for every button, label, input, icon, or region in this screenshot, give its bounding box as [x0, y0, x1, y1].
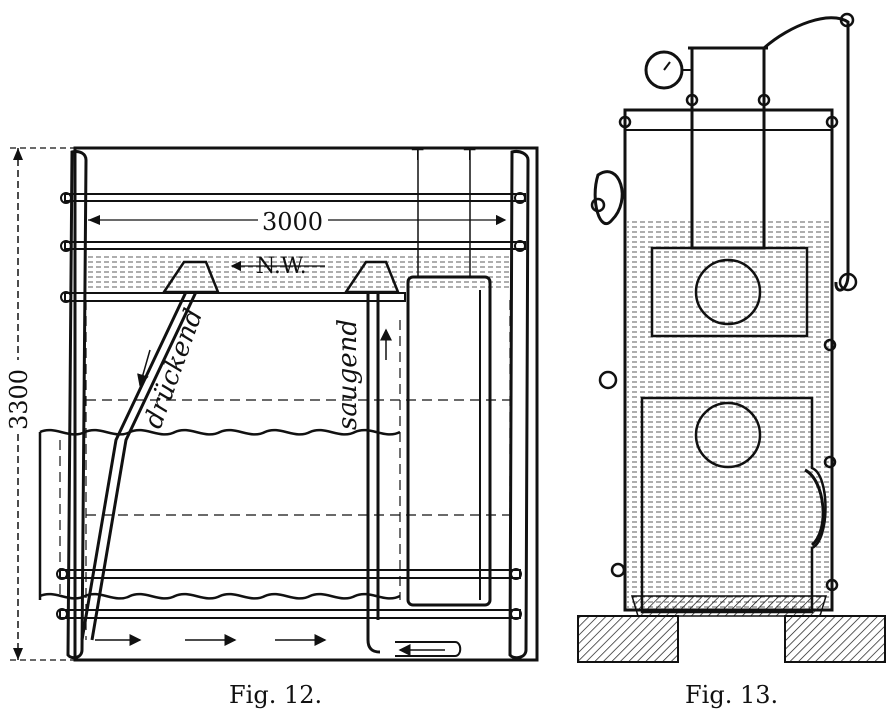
left-foundation — [577, 615, 679, 663]
tie-rods — [56, 192, 526, 620]
water-level-label: N.W. — [256, 254, 307, 279]
grate — [630, 595, 828, 617]
upper-porthole — [694, 258, 762, 326]
wavy-top — [39, 428, 401, 436]
dashed-guides — [59, 300, 511, 640]
handhole-cover — [804, 468, 825, 547]
shell-bolts — [618, 93, 839, 592]
right-foundation — [784, 615, 886, 663]
tank-outline — [73, 146, 539, 662]
svg-text:⊤: ⊤ — [462, 145, 477, 164]
suction-pipe-label: saugend — [333, 319, 363, 430]
fig12-diagram: 3300 3000 N.W. — [5, 145, 539, 709]
firebox-upper — [650, 246, 809, 338]
svg-text:⊤: ⊤ — [410, 145, 425, 164]
lower-porthole — [694, 401, 762, 469]
suction-funnel — [343, 260, 400, 294]
boiler-water — [627, 218, 830, 608]
manhole-cover — [593, 170, 624, 225]
fig13-diagram: Fig. 13. — [577, 12, 886, 709]
upper-water — [86, 255, 510, 291]
filter-box — [406, 275, 492, 607]
height-dimension-label: 3300 — [5, 369, 33, 430]
pressure-pipe — [80, 291, 188, 641]
right-post — [508, 150, 530, 660]
firebox-lower — [640, 396, 827, 614]
width-dimension-label: 3000 — [262, 208, 323, 236]
suction-pipe — [366, 292, 381, 654]
valve-wheel — [598, 370, 618, 390]
flow-arrows — [95, 634, 462, 657]
feed-pipe — [763, 16, 850, 292]
wavy-bottom — [39, 592, 401, 600]
pressure-funnel — [161, 260, 220, 294]
fig13-caption: Fig. 13. — [685, 681, 778, 709]
fig12-caption: Fig. 12. — [229, 681, 322, 709]
left-post — [66, 150, 88, 660]
